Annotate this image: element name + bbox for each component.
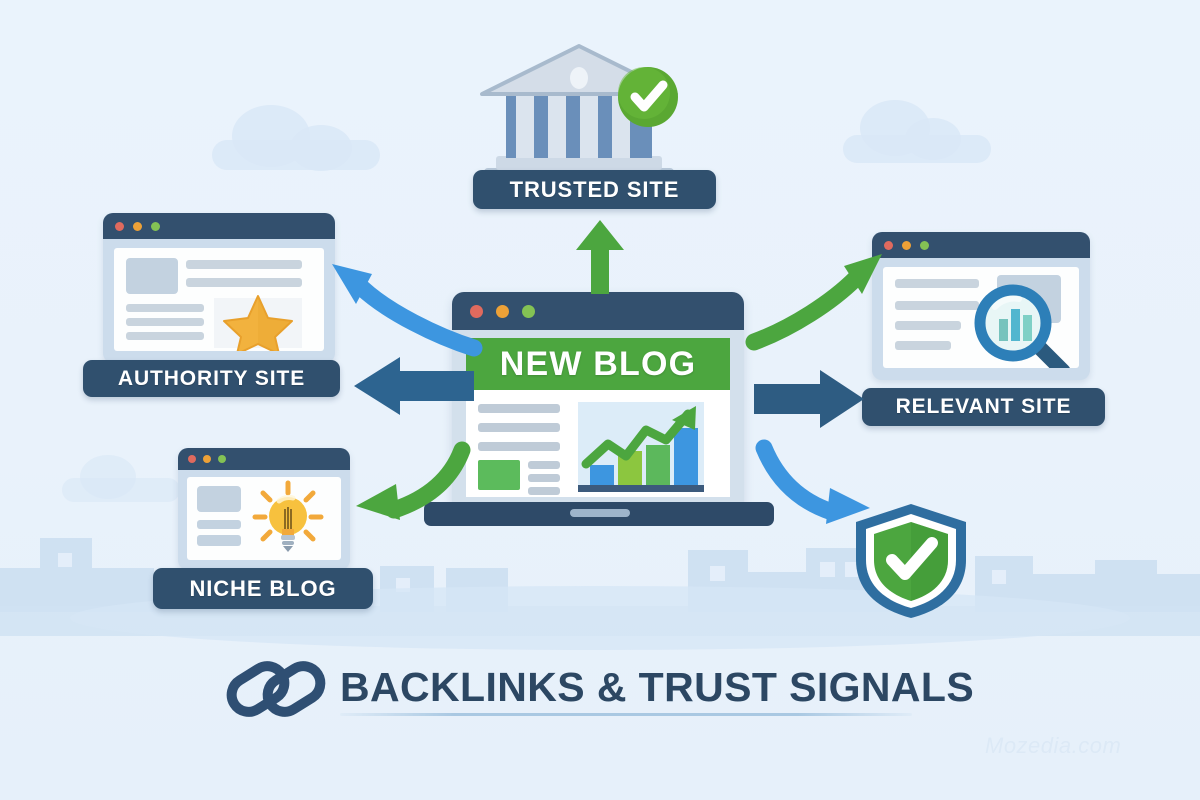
window-dot-yellow-icon — [203, 455, 211, 463]
thumbnail-block — [126, 258, 178, 294]
window-dot-red-icon — [470, 304, 483, 318]
text-line — [478, 404, 560, 413]
arrow-to-authority-site-curved — [332, 264, 483, 357]
cloud-icon — [843, 135, 991, 163]
text-line — [186, 278, 302, 287]
skyline-building — [0, 568, 40, 612]
trend-arrow-icon — [581, 406, 696, 469]
magnifier-chart-icon — [974, 284, 1070, 368]
new-blog-banner: NEW BLOG — [466, 338, 730, 390]
skyline-building — [1095, 560, 1157, 612]
text-line — [528, 474, 560, 482]
window-dot-green-icon — [151, 221, 160, 231]
chart-bar — [674, 428, 698, 485]
text-line — [126, 332, 204, 340]
laptop-titlebar — [452, 292, 744, 330]
skyline-building — [40, 538, 92, 612]
watermark: Mozedia.com — [985, 733, 1122, 758]
label-authority-site: AUTHORITY SITE — [83, 360, 340, 397]
title-underline — [340, 713, 912, 716]
blog-body — [466, 398, 730, 497]
text-line — [478, 423, 560, 432]
card-titlebar — [103, 213, 335, 239]
text-line — [186, 260, 302, 269]
page-title: BACKLINKS & TRUST SIGNALS — [340, 664, 975, 710]
window-dot-green-icon — [920, 240, 929, 250]
window-dot-red-icon — [884, 240, 893, 250]
chart-bar — [646, 445, 670, 485]
green-block — [478, 460, 520, 490]
skyline-window — [992, 570, 1006, 584]
chart-baseline — [578, 485, 704, 492]
skyline-window — [845, 562, 860, 577]
text-line — [197, 520, 241, 529]
card-niche-blog[interactable] — [178, 448, 350, 570]
arrow-to-authority-site-straight — [354, 357, 474, 415]
window-dot-green-icon — [522, 304, 535, 318]
arrow-to-relevant-site-curved — [745, 254, 882, 351]
chain-link-icon — [226, 661, 326, 717]
skyline-window — [710, 566, 725, 581]
lightbulb-icon — [252, 480, 324, 552]
cloud-icon — [212, 140, 380, 170]
card-titlebar — [178, 448, 350, 470]
window-dot-yellow-icon — [133, 221, 142, 231]
text-line — [197, 535, 241, 546]
shield-check-icon — [856, 504, 966, 618]
laptop-screen[interactable]: NEW BLOG — [452, 292, 744, 507]
text-line — [895, 279, 979, 288]
card-content — [883, 267, 1079, 368]
text-line — [895, 321, 961, 330]
card-content — [114, 248, 324, 351]
text-line — [895, 341, 951, 350]
growth-chart — [578, 402, 704, 492]
laptop-trackpad-notch — [570, 509, 630, 517]
label-niche-blog: NICHE BLOG — [153, 568, 373, 609]
skyline-building — [1157, 574, 1200, 612]
window-dot-red-icon — [188, 455, 196, 463]
label-trusted-site: TRUSTED SITE — [473, 170, 716, 209]
card-relevant-site[interactable] — [872, 232, 1090, 380]
arrow-to-niche-blog — [356, 441, 471, 520]
skyline-window — [820, 562, 835, 577]
cloud-icon — [62, 478, 180, 502]
text-line — [528, 461, 560, 469]
card-titlebar — [872, 232, 1090, 258]
star-icon — [223, 295, 293, 351]
chart-bar — [590, 465, 614, 485]
skyline-window — [58, 553, 72, 567]
text-line — [478, 442, 560, 451]
card-authority-site[interactable] — [103, 213, 335, 363]
window-dot-red-icon — [115, 221, 124, 231]
text-line — [126, 304, 204, 312]
window-dot-yellow-icon — [496, 304, 509, 318]
label-relevant-site: RELEVANT SITE — [862, 388, 1105, 426]
window-dot-yellow-icon — [902, 240, 911, 250]
text-line — [126, 318, 204, 326]
arrow-to-trust-shield — [755, 439, 870, 524]
arrow-to-trusted-site — [576, 220, 624, 294]
window-dot-green-icon — [218, 455, 226, 463]
text-line — [528, 487, 560, 495]
bank-building-icon — [480, 44, 678, 186]
text-line — [895, 301, 979, 310]
card-content — [187, 477, 341, 560]
thumbnail-block — [197, 486, 241, 512]
laptop-page: NEW BLOG — [466, 338, 730, 497]
arrow-to-relevant-site-straight — [754, 370, 864, 428]
